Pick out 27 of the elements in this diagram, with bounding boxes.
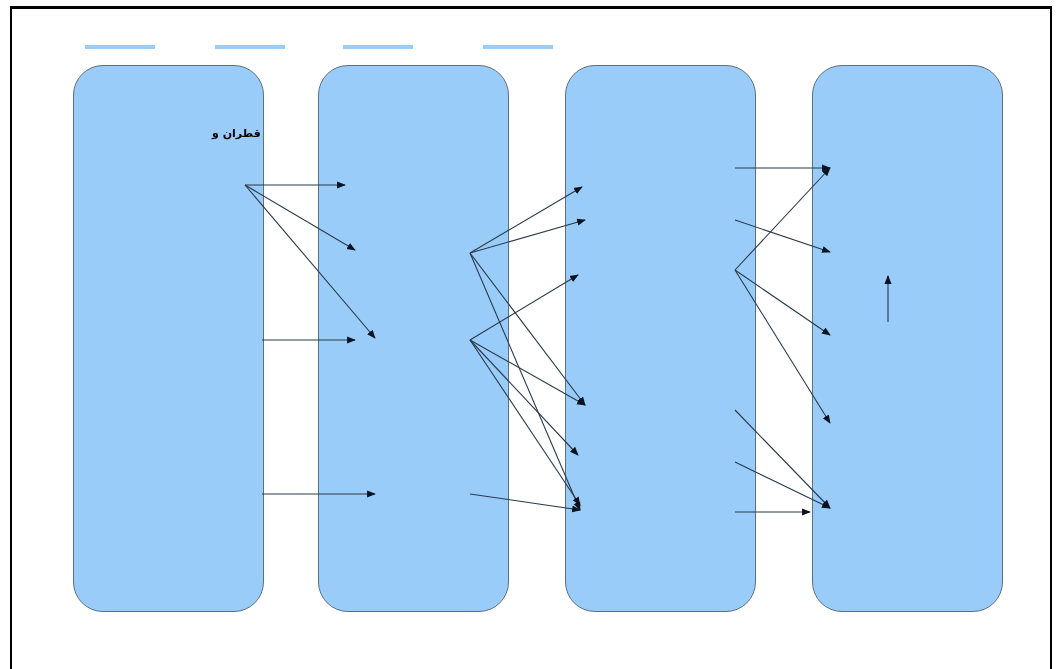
arrow [261,336,356,344]
arrow [469,339,586,406]
arrow [244,181,346,189]
arrow [469,218,586,254]
arrow [734,219,831,253]
arrow [261,490,376,498]
arrow [734,269,831,424]
arrow [734,409,831,509]
arrow [244,184,356,251]
arrow [734,167,831,271]
arrow [469,252,581,511]
arrow [469,274,579,341]
arrow [734,508,811,516]
arrow [469,339,581,506]
note-text: قطران و [212,126,261,142]
arrow [469,339,579,456]
arrow [469,186,583,254]
arrow [734,269,831,336]
arrow [469,493,581,513]
arrow [734,461,831,509]
arrow [734,164,831,172]
column-box [318,65,509,612]
arrow [469,252,586,406]
column-box [73,65,264,612]
column-box [812,65,1003,612]
arrow [244,184,376,339]
column-box [565,65,756,612]
